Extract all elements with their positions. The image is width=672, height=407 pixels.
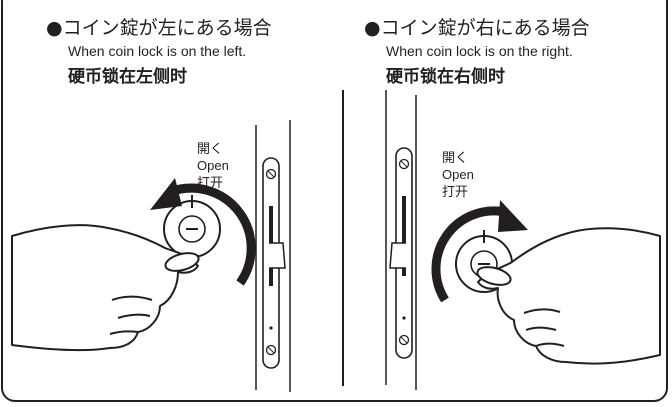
title-japanese: ●コイン錠が左にある場合 [46,17,272,39]
door-strike-plate-icon [262,157,286,369]
door-strike-plate-icon [389,147,413,359]
open-label-english: Open [442,167,474,182]
hand-holding-coin-icon [11,224,200,352]
open-label-english: Open [197,158,229,173]
door-edge-left [255,120,291,392]
open-label-japanese: 開く [442,150,469,165]
title-chinese: 硬币锁在左侧时 [68,67,187,87]
rotation-arrow-icon [150,178,256,286]
door-edge-right [385,90,417,390]
open-instruction-label: 開く Open 打开 [442,149,474,200]
open-label-japanese: 開く [197,141,224,156]
panel-coin-lock-left: ●コイン錠が左にある場合 When coin lock is on the le… [0,0,330,407]
title-english: When coin lock is on the right. [386,43,573,59]
title-japanese: ●コイン錠が右にある場合 [364,17,590,39]
open-label-chinese: 打开 [442,184,469,199]
hand-holding-coin-icon [476,227,661,365]
title-chinese: 硬币锁在右侧时 [386,67,505,87]
rotation-arrow-icon [431,200,528,303]
panel-coin-lock-right: ●コイン錠が右にある場合 When coin lock is on the ri… [342,0,672,407]
title-english: When coin lock is on the left. [68,43,247,59]
panel-divider [342,90,344,386]
